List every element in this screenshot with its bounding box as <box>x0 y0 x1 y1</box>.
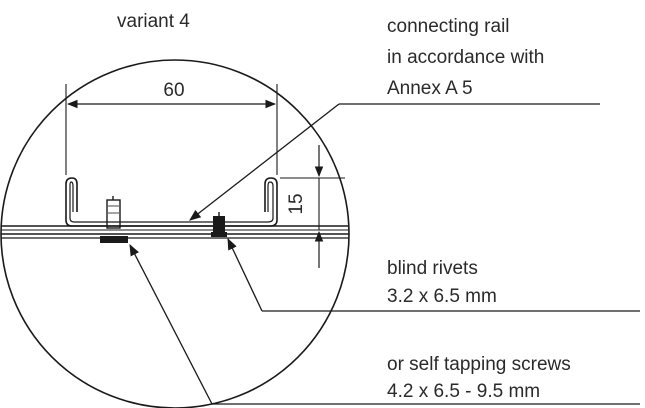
leader-blind-rivets <box>227 237 640 312</box>
variant-label: variant 4 <box>117 11 190 32</box>
leader-screws <box>129 243 640 405</box>
dimension-height: 15 <box>280 145 345 268</box>
dimension-height-label: 15 <box>286 193 307 214</box>
callout-rivets-line1: blind rivets <box>387 258 478 279</box>
callout-rivets-line2: 3.2 x 6.5 mm <box>387 286 497 307</box>
connecting-rail-profile <box>65 177 278 227</box>
self-tapping-screw <box>100 196 128 243</box>
callout-screws-line2: 4.2 x 6.5 - 9.5 mm <box>387 381 540 402</box>
callout-rail-line3: Annex A 5 <box>387 78 473 99</box>
callout-rail-line2: in accordance with <box>387 47 544 68</box>
callout-rail-line1: connecting rail <box>387 16 510 37</box>
callout-screws-line1: or self tapping screws <box>387 354 571 375</box>
dimension-width-label: 60 <box>163 80 184 101</box>
panel-section <box>1 225 349 239</box>
dimension-width: 60 <box>65 80 278 175</box>
blind-rivet <box>211 212 227 237</box>
leader-connecting-rail <box>189 103 600 221</box>
